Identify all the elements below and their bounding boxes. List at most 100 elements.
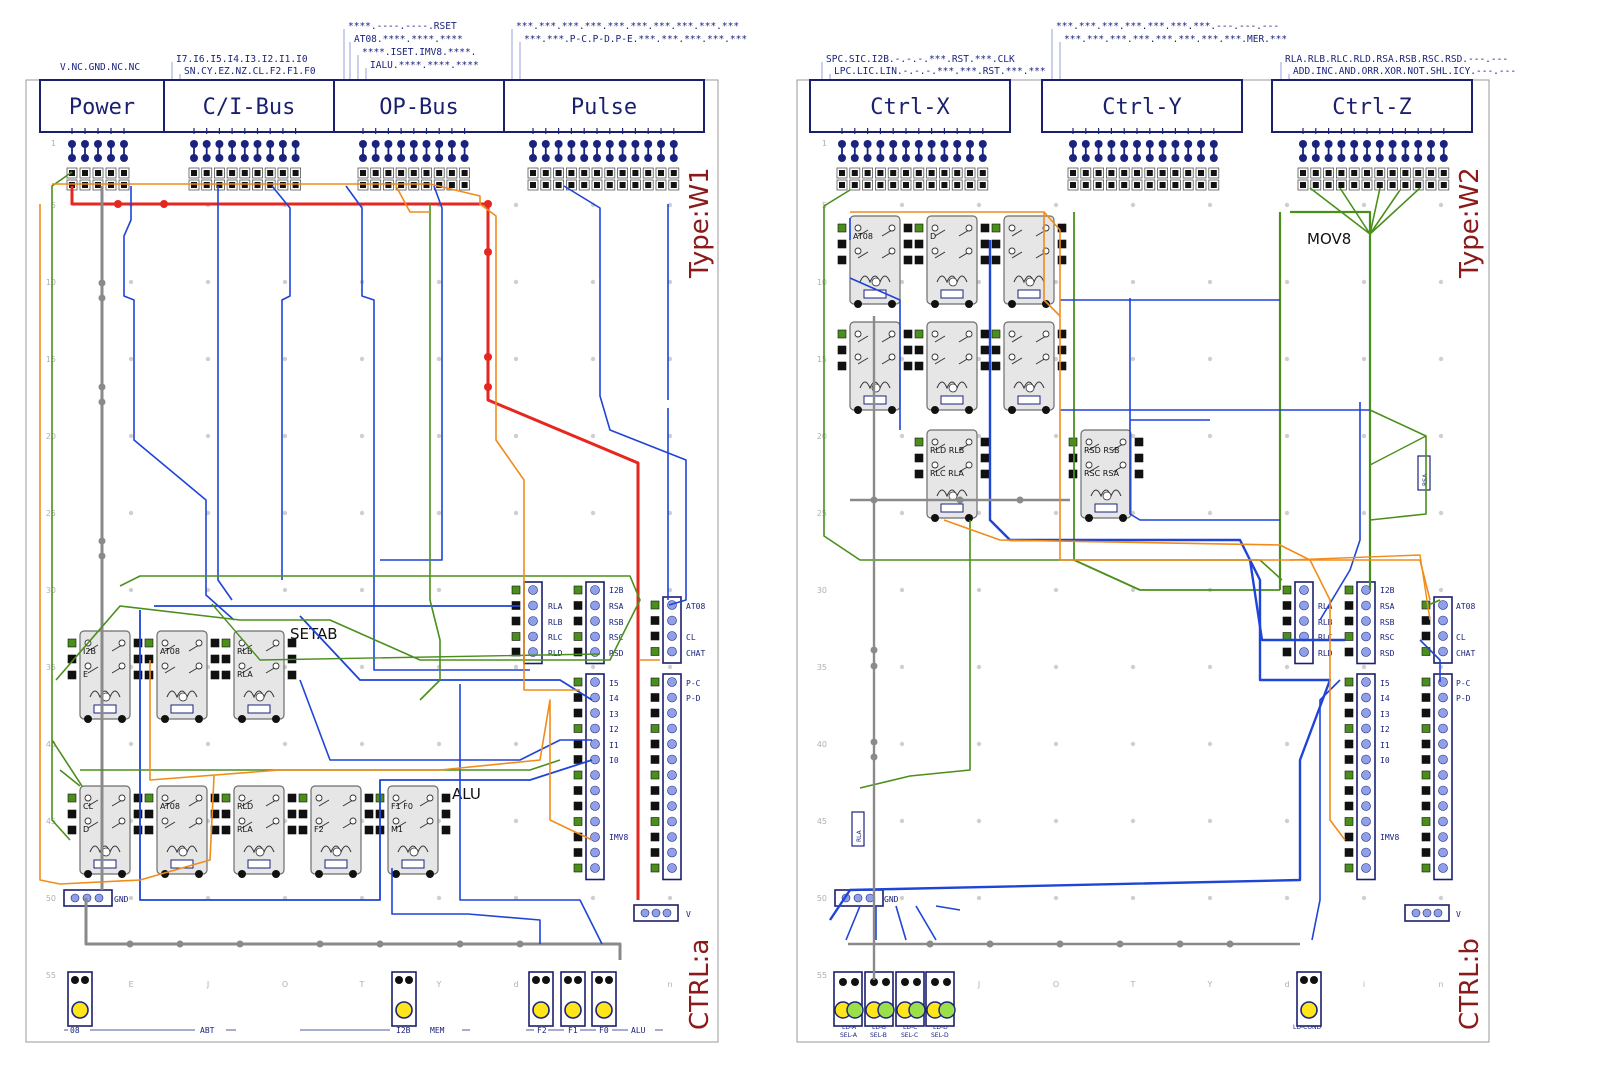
relay-pin1-mark: [948, 277, 958, 287]
bus-line: ***.***.***.***.***.***.***.---.---.---: [1056, 21, 1279, 32]
relay-label: AT08: [160, 647, 180, 656]
relay-terminal: [888, 247, 896, 255]
relay-label: CL: [83, 802, 94, 811]
relay-coil: [936, 275, 968, 284]
relay-label: RLB: [237, 647, 253, 656]
wire: [217, 186, 233, 601]
grid-row-label: 20: [46, 432, 56, 441]
strip-pad: [1421, 801, 1431, 811]
relay-foot: [1008, 406, 1016, 414]
relay-contact: [1011, 335, 1047, 365]
pad-strip-hole: [890, 170, 897, 176]
grid-dot: [1130, 202, 1136, 208]
strip-pin: [662, 908, 672, 918]
led-pin: [1310, 976, 1318, 984]
relay-terminal: [272, 794, 280, 802]
strip-pin: [667, 708, 677, 718]
board-w1-bottom-legend: 08 ABT I2B MEM F2 F1 F0 ALU: [64, 1026, 663, 1035]
relay-pad: [914, 361, 924, 371]
relay-pad: [67, 638, 77, 648]
grid-dot: [513, 510, 519, 516]
strip-pin: [590, 677, 600, 687]
strip-pin: [1422, 908, 1432, 918]
resistor-rsa: [1417, 455, 1431, 491]
relay-terminal: [272, 662, 280, 670]
relay-pad: [364, 809, 374, 819]
grid-dot: [1284, 741, 1290, 747]
strip-pin: [590, 708, 600, 718]
strip-pad: [650, 631, 660, 641]
strip-pin: [1361, 832, 1371, 842]
header-ctrl-x-label: Ctrl-X: [870, 95, 950, 120]
pad-strip-hole: [954, 170, 961, 176]
grid-row-label: 35: [46, 663, 56, 672]
relay-pad: [837, 255, 847, 265]
relay-foot: [888, 406, 896, 414]
relay-pad: [210, 670, 220, 680]
strip-label: I0: [609, 756, 619, 765]
relay-module: [310, 785, 362, 875]
schematic-dynamic-layer: 1510152025303540455055AEJOTYdin151015202…: [39, 128, 1453, 1027]
grid-dot: [205, 587, 211, 593]
pad-strip-hole: [530, 170, 536, 176]
relay-terminal: [118, 794, 126, 802]
relay-pad: [133, 825, 143, 835]
pad-strip-hole: [606, 170, 613, 176]
led-bulb: [395, 1001, 413, 1019]
pad-strip-hole: [1159, 182, 1166, 188]
header-ctrl-x: [809, 79, 1011, 133]
grid-col-label: n: [1438, 980, 1443, 989]
grid-dot: [667, 510, 673, 516]
grid-dot: [899, 202, 905, 208]
relay-pad: [210, 793, 220, 803]
grid-dot: [1130, 433, 1136, 439]
led-bulb: [1300, 1001, 1318, 1019]
relay-pad: [1068, 453, 1078, 463]
strip-pad: [1344, 693, 1354, 702]
grid-dot: [1207, 202, 1213, 208]
strip-label: I1: [1380, 741, 1390, 750]
pad-strip-hole: [839, 170, 845, 176]
grid-dot: [1053, 510, 1059, 516]
relay-diode: [940, 395, 964, 405]
bus-line: ****.ISET.IMV8.****.: [362, 47, 476, 58]
pad-strip-hole: [203, 170, 210, 176]
relay-label: RLD: [237, 802, 253, 811]
wire: [1060, 299, 1370, 411]
grid-dot: [205, 433, 211, 439]
grid-dot: [667, 202, 673, 208]
pad-strip-hole: [1325, 182, 1332, 188]
grid-dot: [667, 433, 673, 439]
legend-f1: F1: [568, 1026, 578, 1035]
strip-pin: [590, 754, 600, 765]
grid-row-label: 15: [817, 355, 827, 364]
strip-pin: [590, 723, 600, 734]
strip-pin: [1299, 647, 1309, 657]
wire-red-rail: [70, 186, 640, 900]
relay-contact: [164, 799, 200, 829]
strip-pin: [1361, 708, 1371, 718]
relay-pad: [221, 670, 231, 680]
relay-pin1-mark: [1025, 277, 1035, 287]
relay-coil: [1013, 275, 1045, 284]
pad-strip-hole: [594, 170, 600, 176]
relay-foot: [1008, 300, 1016, 308]
pad-strip-hole: [95, 182, 101, 188]
strip-pad: [573, 770, 583, 780]
strip-pad: [573, 817, 583, 826]
wire-node: [1116, 940, 1124, 948]
pad-strip-hole: [1389, 182, 1396, 188]
relay-foot: [84, 715, 92, 723]
grid-dot: [1130, 664, 1136, 670]
relay-terminal: [161, 639, 169, 647]
pad-strip-hole: [658, 170, 664, 176]
pad-strip-hole: [69, 182, 75, 188]
pad-strip-hole: [436, 182, 443, 188]
relay-contact: [934, 443, 970, 473]
relay-pad: [144, 638, 154, 648]
relay-pad: [1068, 469, 1078, 479]
led-pin: [913, 978, 921, 986]
strip-label: RLB: [548, 618, 563, 627]
strip-pin: [1361, 616, 1371, 626]
strip-label: RLA: [548, 602, 563, 611]
